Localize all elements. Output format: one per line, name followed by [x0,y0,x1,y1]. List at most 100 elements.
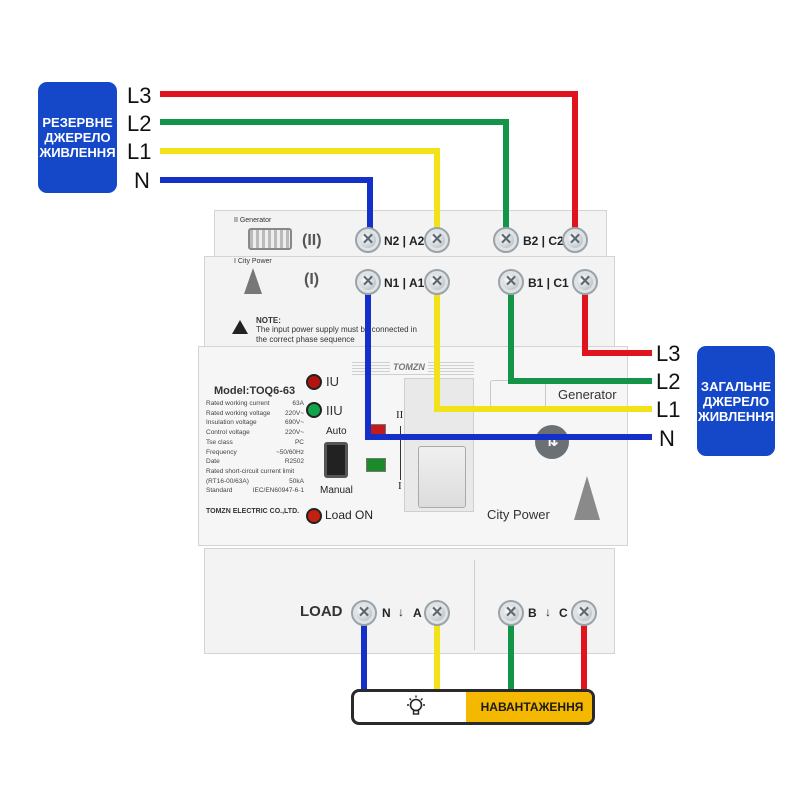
spec-row: Frequency~50/60Hz [206,448,304,458]
right-label-n: N [659,426,675,451]
spec-row: Standard IEC/EN60947-6-1 [206,486,304,496]
right-label-l3: L3 [656,341,681,366]
device-bottom-tier [204,548,615,654]
terminal-b2: B2 [523,234,539,248]
pylon-icon [574,476,600,520]
terminal-screw-a2[interactable] [424,227,450,253]
right-label-l2: L2 [656,369,681,394]
device-second-tier [204,256,615,348]
left-label-n: N [134,168,150,193]
terminal-label-n2-a2: N2 | A2 [384,234,425,248]
maker-label: TOMZN ELECTRIC CO.,LTD. [206,508,300,515]
pylon-icon-small [244,268,262,294]
wire-l1-main [434,282,652,412]
generator-label: Generator [558,387,617,402]
switch-i-label: I [398,480,402,492]
led-load-on [306,508,322,524]
terminal-screw-n1[interactable] [355,269,381,295]
led-iu-label: IU [326,374,339,389]
spec-value: R2502 [284,458,304,466]
symbol-mid: (I) [304,271,320,288]
terminal-screw-load-a[interactable] [424,600,450,626]
spec-value: PC [294,438,304,446]
left-label-l1: L1 [127,139,152,164]
spec-row: Control voltage 220V~ [206,428,304,438]
spec-row: Rated working current 63A [206,399,304,409]
city-power-tag: I City Power [234,258,272,265]
specs-table: Rated working current 63A Rated working vo… [206,399,304,496]
spec-value: ~50/60Hz [275,448,304,456]
terminal-n2: N2 [384,234,400,248]
terminal-n1: N1 [384,276,400,290]
spec-value: 63A [292,400,304,407]
spec-key: Control voltage [206,429,250,437]
spec-key: Rated working voltage [206,409,271,417]
terminal-c1: C1 [553,276,569,290]
backup-source-badge: РЕЗЕРВНЕ ДЖЕРЕЛО ЖИВЛЕННЯ [38,82,117,193]
led-iu [306,374,322,390]
left-label-l2: L2 [127,111,152,136]
switch-ii-label: II [396,409,404,421]
terminal-screw-b2[interactable] [493,227,519,253]
terminal-label-b2-c2: B2 | C2 [523,234,564,248]
note-line-2: the correct phase sequence [256,335,355,344]
switch-arrow [400,426,401,480]
status-window-green [366,458,386,472]
main-source-badge: ЗАГАЛЬНЕ ДЖЕРЕЛО ЖИВЛЕННЯ [697,346,775,456]
terminal-screw-n2[interactable] [355,227,381,253]
wire-n-main [365,282,652,440]
left-label-l3: L3 [127,83,152,108]
note-title: NOTE: [256,316,281,325]
terminal-c2: C2 [548,234,564,248]
terminal-label-bottom-n: N [382,606,391,620]
terminal-screw-a1[interactable] [424,269,450,295]
generator-tag: II Generator [234,217,272,224]
model-label: Model:TOQ6-63 [214,385,296,397]
terminal-label-b1-c1: B1 | C1 [528,276,569,290]
terminal-a1: A1 [408,276,425,290]
mode-switch[interactable] [324,442,348,478]
terminal-screw-load-n[interactable] [351,600,377,626]
switch-lever[interactable] [418,446,466,508]
spec-key: (RT16-00/63A) [206,477,249,485]
terminal-screw-b1[interactable] [498,269,524,295]
wire-n-backup [160,177,373,240]
right-label-l1: L1 [656,397,681,422]
load-bar-label: НАВАНТАЖЕННЯ [480,700,584,714]
terminal-screw-load-b[interactable] [498,600,524,626]
spec-value: 50kA [289,477,304,485]
load-bar: НАВАНТАЖЕННЯ [351,689,595,725]
terminal-label-bottom-c: C [559,606,568,620]
terminal-label-bottom-a: A [413,606,422,620]
wire-l3-backup [160,91,578,240]
bottom-arrow-bc: ↓ [545,605,551,619]
generator-icon [248,228,292,250]
terminal-screw-c2[interactable] [562,227,588,253]
city-power-label: City Power [487,507,550,522]
terminal-b1: B1 [528,276,544,290]
transfer-icon: ⇅ [535,425,569,459]
warning-icon [232,320,248,334]
load-bar-highlight [466,692,592,722]
manual-label: Manual [320,485,353,496]
note-line-1: The input power supply must be connected… [256,325,417,334]
spec-row: Rated short-circuit current limit [206,467,304,477]
wire-l1-backup [160,148,440,240]
terminal-screw-c1[interactable] [572,269,598,295]
terminal-screw-load-c[interactable] [571,600,597,626]
brand-label: TOMZN [390,362,428,372]
spec-value: 690V~ [285,419,304,427]
spec-value: 220V~ [285,429,304,437]
bottom-arrow-na: ↓ [398,605,404,619]
led-iiu-label: IIU [326,403,343,418]
spec-row: (RT16-00/63A) 50kA [206,477,304,487]
spec-value: IEC/EN60947-6-1 [252,487,304,495]
spec-key: Rated working current [206,400,270,407]
spec-key: Standard [206,487,233,495]
wires-group [160,91,652,691]
